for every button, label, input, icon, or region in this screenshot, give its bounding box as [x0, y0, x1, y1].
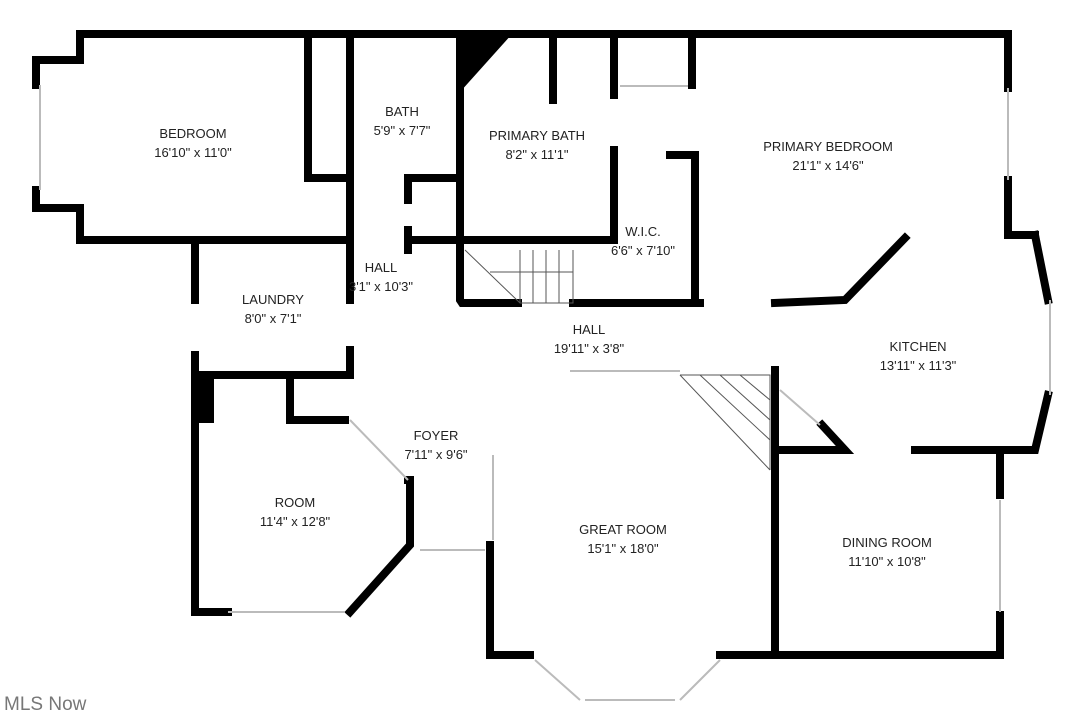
- room-size: 11'4" x 12'8": [259, 514, 331, 529]
- stairs: [464, 249, 771, 471]
- room-label-foyer: FOYER 7'11" x 9'6": [404, 426, 467, 464]
- room-name: BEDROOM: [159, 126, 227, 141]
- room-label-primary-bedroom: PRIMARY BEDROOM 21'1" x 14'6": [763, 137, 893, 175]
- room-size: 8'2" x 11'1": [505, 147, 569, 162]
- room-size: 19'11" x 3'8": [553, 341, 625, 356]
- room-name: KITCHEN: [889, 339, 947, 354]
- room-name: W.I.C.: [625, 224, 661, 239]
- room-size: 13'11" x 11'3": [879, 358, 957, 373]
- room-label-hall: HALL 19'11" x 3'8": [554, 320, 624, 358]
- room-size: 15'1" x 18'0": [587, 541, 659, 556]
- room-name: PRIMARY BEDROOM: [763, 139, 893, 154]
- room-label-great-room: GREAT ROOM 15'1" x 18'0": [579, 520, 667, 558]
- room-size: 6'6" x 7'10": [610, 243, 676, 258]
- room-name: HALL: [572, 322, 606, 337]
- room-label-bath: BATH 5'9" x 7'7": [374, 102, 431, 140]
- room-size: 11'10" x 10'8": [848, 554, 926, 569]
- room-label-bedroom: BEDROOM 16'10" x 11'0": [154, 124, 232, 162]
- room-size: 3'1" x 10'3": [348, 279, 414, 294]
- room-label-hall-upper: HALL 3'1" x 10'3": [349, 258, 413, 296]
- room-size: 21'1" x 14'6": [792, 158, 864, 173]
- room-name: ROOM: [274, 495, 316, 510]
- room-name: DINING ROOM: [842, 535, 932, 550]
- room-label-primary-bath: PRIMARY BATH 8'2" x 11'1": [489, 126, 585, 164]
- room-name: FOYER: [413, 428, 459, 443]
- room-size: 7'11" x 9'6": [404, 447, 468, 462]
- room-label-laundry: LAUNDRY 8'0" x 7'1": [242, 290, 304, 328]
- room-size: 16'10" x 11'0": [154, 145, 232, 160]
- room-name: PRIMARY BATH: [488, 128, 586, 143]
- room-name: LAUNDRY: [242, 292, 304, 307]
- room-label-wic: W.I.C. 6'6" x 7'10": [611, 222, 675, 260]
- room-size: 8'0" x 7'1": [244, 311, 302, 326]
- room-label-dining-room: DINING ROOM 11'10" x 10'8": [842, 533, 932, 571]
- room-name: HALL: [364, 260, 398, 275]
- watermark: MLS Now: [4, 694, 87, 715]
- room-name: GREAT ROOM: [579, 522, 667, 537]
- room-label-room: ROOM 11'4" x 12'8": [260, 493, 330, 531]
- walls: [32, 30, 1053, 701]
- room-label-kitchen: KITCHEN 13'11" x 11'3": [880, 337, 957, 375]
- room-size: 5'9" x 7'7": [373, 123, 431, 138]
- room-name: BATH: [385, 104, 419, 119]
